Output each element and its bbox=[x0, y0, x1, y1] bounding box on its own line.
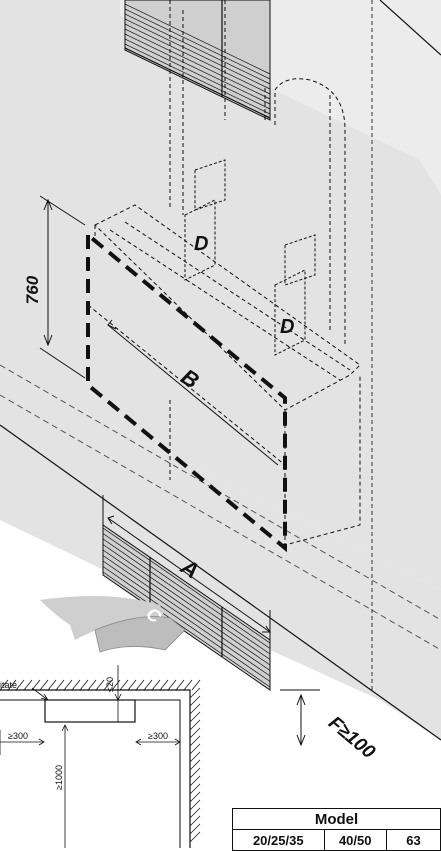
decorative-stroke bbox=[124, 43, 271, 115]
plan-view: itate ≤20 ≥300 ≥300 ≥1000 bbox=[0, 665, 201, 848]
decorative-stroke bbox=[189, 815, 201, 827]
decorative-stroke bbox=[31, 679, 41, 691]
decorative-stroke bbox=[189, 743, 201, 755]
decorative-stroke bbox=[71, 679, 81, 691]
decorative-stroke bbox=[189, 687, 201, 699]
decorative-stroke bbox=[189, 751, 201, 763]
decorative-stroke bbox=[191, 679, 201, 691]
dim-760-label: 760 bbox=[23, 275, 42, 304]
model-table-title: Model bbox=[232, 808, 441, 830]
upper-grille bbox=[124, 0, 271, 121]
model-cell-3: 63 bbox=[385, 829, 441, 851]
decorative-stroke bbox=[39, 679, 49, 691]
decorative-stroke bbox=[87, 679, 97, 691]
decorative-stroke bbox=[124, 47, 271, 119]
decorative-stroke bbox=[102, 544, 271, 660]
decorative-stroke bbox=[189, 823, 201, 835]
decorative-stroke bbox=[189, 799, 201, 811]
label-d-top: D bbox=[194, 233, 208, 255]
decorative-stroke bbox=[151, 679, 161, 691]
decorative-stroke bbox=[102, 533, 271, 649]
decorative-stroke bbox=[189, 791, 201, 803]
decorative-stroke bbox=[189, 767, 201, 779]
decorative-stroke bbox=[167, 679, 177, 691]
decorative-stroke bbox=[55, 679, 65, 691]
model-table: Model 20/25/35 40/50 63 bbox=[232, 808, 441, 851]
decorative-stroke bbox=[119, 679, 129, 691]
decorative-stroke bbox=[135, 679, 145, 691]
decorative-stroke bbox=[189, 807, 201, 819]
decorative-stroke bbox=[15, 679, 25, 691]
model-cell-1: 20/25/35 bbox=[232, 829, 325, 851]
lower-grille bbox=[102, 524, 271, 691]
plan-front-clear: ≥1000 bbox=[54, 765, 64, 790]
decorative-stroke bbox=[143, 679, 153, 691]
decorative-stroke bbox=[23, 679, 33, 691]
plan-unit-label: itate bbox=[0, 680, 17, 690]
decorative-stroke bbox=[124, 28, 271, 100]
decorative-stroke bbox=[102, 549, 271, 666]
plan-unit-rect bbox=[44, 699, 136, 723]
airflow-c bbox=[40, 596, 186, 653]
decorative-stroke bbox=[189, 759, 201, 771]
decorative-stroke bbox=[124, 33, 271, 105]
decorative-stroke bbox=[124, 18, 271, 90]
plan-left-clear: ≥300 bbox=[8, 731, 28, 741]
decorative-stroke bbox=[111, 679, 121, 691]
decorative-stroke bbox=[124, 23, 271, 95]
decorative-stroke bbox=[189, 695, 201, 707]
decorative-stroke bbox=[102, 566, 271, 682]
plan-right-clear: ≥300 bbox=[148, 731, 168, 741]
decorative-stroke bbox=[102, 555, 271, 671]
decorative-stroke bbox=[175, 679, 185, 691]
decorative-stroke bbox=[189, 783, 201, 795]
plan-top-clear: ≤20 bbox=[105, 677, 115, 692]
decorative-stroke bbox=[124, 38, 271, 110]
decorative-stroke bbox=[189, 775, 201, 787]
decorative-stroke bbox=[47, 679, 57, 691]
decorative-stroke bbox=[103, 679, 113, 691]
decorative-stroke bbox=[189, 719, 201, 731]
decorative-stroke bbox=[124, 13, 271, 85]
decorative-stroke bbox=[7, 679, 17, 691]
decorative-stroke bbox=[183, 679, 193, 691]
decorative-stroke bbox=[189, 735, 201, 747]
decorative-stroke bbox=[189, 711, 201, 723]
decorative-stroke bbox=[102, 527, 271, 644]
label-f: F≥100 bbox=[324, 712, 379, 763]
label-d-bottom: D bbox=[280, 316, 294, 338]
model-cell-2: 40/50 bbox=[323, 829, 387, 851]
dimension-lines bbox=[39, 195, 320, 747]
decorative-stroke bbox=[102, 538, 271, 655]
indoor-unit bbox=[86, 204, 361, 553]
decorative-stroke bbox=[189, 831, 201, 843]
front-face-outline bbox=[86, 230, 287, 553]
decorative-stroke bbox=[79, 679, 89, 691]
duct bbox=[169, 0, 346, 345]
d-brackets bbox=[184, 159, 316, 356]
decorative-stroke bbox=[127, 679, 137, 691]
decorative-stroke bbox=[124, 8, 271, 80]
decorative-stroke bbox=[95, 679, 105, 691]
decorative-stroke bbox=[159, 679, 169, 691]
decorative-stroke bbox=[63, 679, 73, 691]
decorative-stroke bbox=[189, 703, 201, 715]
decorative-stroke bbox=[0, 679, 9, 691]
decorative-stroke bbox=[189, 727, 201, 739]
decorative-stroke bbox=[102, 571, 271, 688]
decorative-stroke bbox=[124, 3, 271, 75]
decorative-stroke bbox=[102, 560, 271, 677]
